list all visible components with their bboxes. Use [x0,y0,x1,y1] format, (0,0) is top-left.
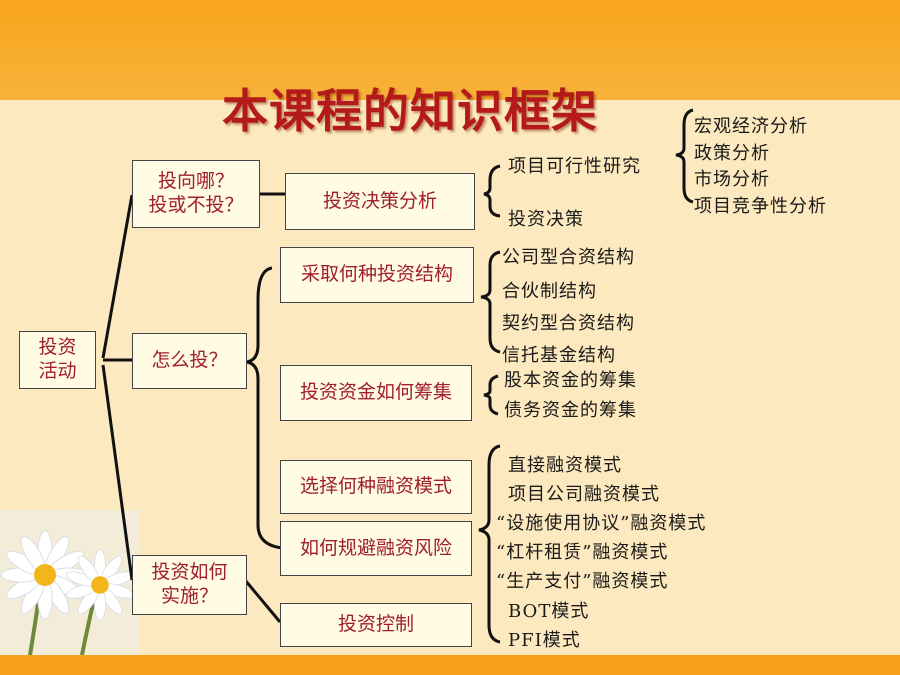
node-investment-decision-analysis: 投资决策分析 [285,173,475,230]
item-direct-financing: 直接融资模式 [508,455,622,476]
node-fund-raising: 投资资金如何筹集 [280,365,472,421]
item-trust-fund: 信托基金结构 [502,345,616,366]
node-investment-structure: 采取何种投资结构 [280,247,474,303]
item-leveraged-lease: “杠杆租赁”融资模式 [496,542,669,563]
item-facility-use: “设施使用协议”融资模式 [496,513,707,534]
node-how-to-implement: 投资如何 实施？ [132,555,247,615]
node-how-to-invest: 怎么投？ [132,333,247,389]
node-where-to-invest: 投向哪？ 投或不投？ [132,160,260,228]
node-investment-control: 投资控制 [280,603,472,647]
item-debt-fund: 债务资金的筹集 [504,400,637,421]
item-project-company: 项目公司融资模式 [508,484,660,505]
item-investment-decision: 投资决策 [508,209,584,230]
item-partnership: 合伙制结构 [502,281,597,302]
item-macro-economy: 宏观经济分析 [694,116,808,137]
node-financing-mode: 选择何种融资模式 [280,460,472,514]
footer-band [0,655,900,675]
item-policy: 政策分析 [694,143,770,164]
node-investment-activity: 投资 活动 [19,331,96,389]
header-gradient [0,0,900,100]
item-competitiveness: 项目竞争性分析 [694,196,827,217]
item-market: 市场分析 [694,169,770,190]
node-financing-risk: 如何规避融资风险 [280,521,472,576]
item-contractual-jv: 契约型合资结构 [502,313,635,334]
item-pfi: PFI模式 [508,630,581,651]
item-production-payment: “生产支付”融资模式 [496,571,669,592]
slide-title: 本课程的知识框架 [222,84,598,138]
item-equity-fund: 股本资金的筹集 [504,370,637,391]
item-bot: BOT模式 [508,601,590,622]
daisy-flowers-image [0,510,140,655]
item-corporate-jv: 公司型合资结构 [502,247,635,268]
item-feasibility-study: 项目可行性研究 [508,156,641,177]
